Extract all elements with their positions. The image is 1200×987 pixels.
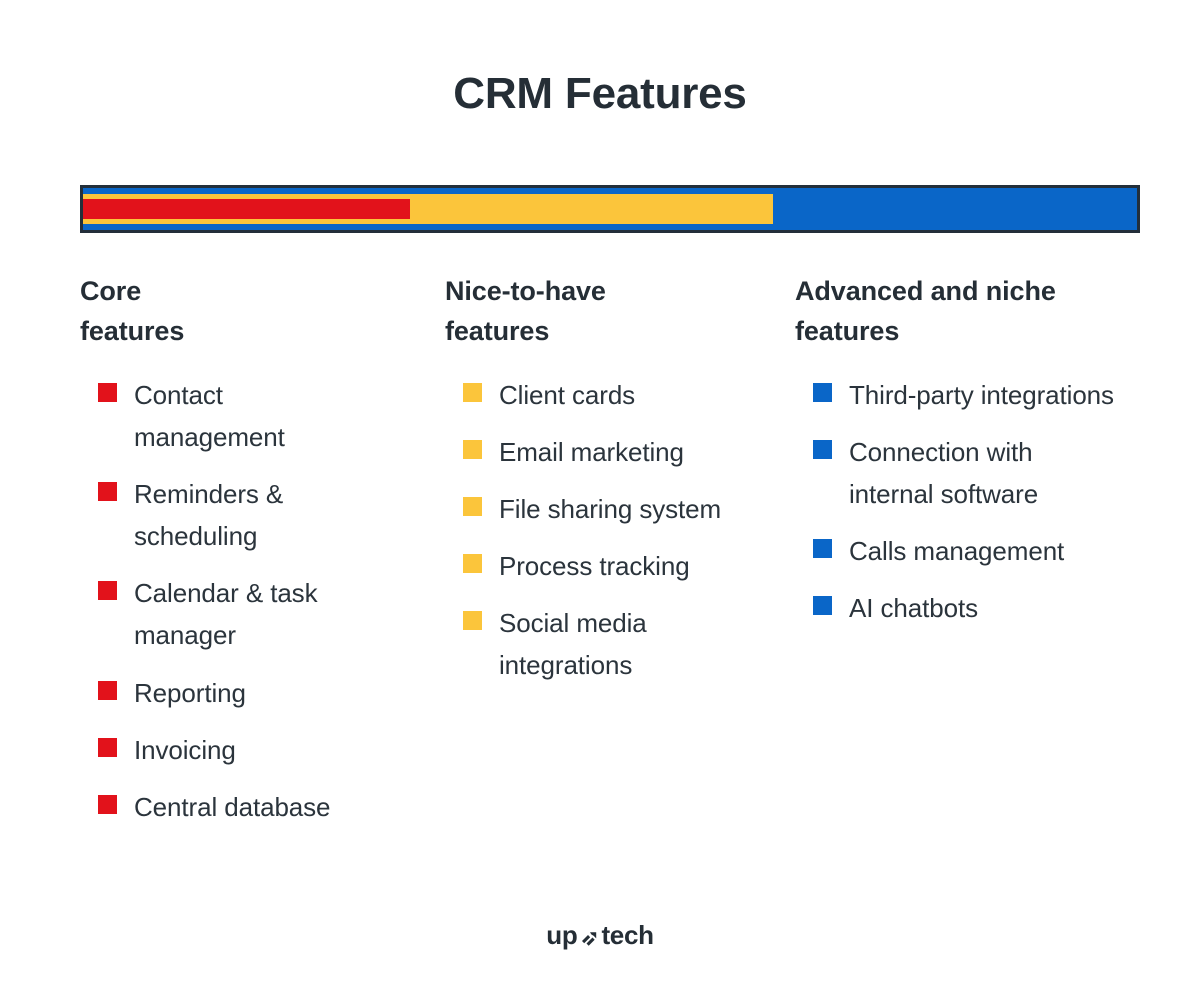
feature-label: Email marketing [499,437,684,468]
feature-label: Process tracking [499,551,690,582]
feature-list-core: Contact management Reminders & schedulin… [80,374,365,828]
feature-label: Contact management [134,379,285,453]
logo-text-prefix: up [546,920,578,950]
bullet-square-icon [813,539,832,559]
feature-list-advanced: Third-party integrations Connection with… [795,374,1120,630]
list-item: Reporting [80,672,365,714]
list-item: Calls management [795,530,1120,572]
feature-label: Calls management [849,536,1065,567]
feature-label: Connection with internal software [849,437,1039,510]
logo-text-suffix: tech [601,920,654,950]
feature-label: Client cards [499,379,636,410]
bullet-square-icon [463,497,482,517]
list-item: Social media integrations [445,602,730,686]
bullet-square-icon [463,611,482,631]
column-heading-core: Core features [80,276,185,346]
column-advanced-features: Advanced and niche features Third-party … [730,272,1120,843]
list-item: Central database [80,786,365,828]
feature-label: Central database [134,791,331,822]
list-item: Connection with internal software [795,431,1120,515]
column-heading-advanced: Advanced and niche features [795,276,1056,346]
bar-segment-core [83,199,410,219]
bullet-square-icon [813,440,832,460]
feature-columns: Core features Contact management Reminde… [0,272,1200,843]
feature-label: Social media integrations [499,608,647,681]
column-core-features: Core features Contact management Reminde… [0,272,365,843]
bullet-square-icon [98,680,117,700]
brand-logo: up tech [0,920,1200,951]
bullet-square-icon [98,794,117,814]
column-nice-to-have-features: Nice-to-have features Client cards Email… [365,272,730,843]
feature-label: Third-party integrations [849,379,1114,410]
bullet-square-icon [463,382,482,402]
list-item: Invoicing [80,729,365,771]
feature-proportion-bar [80,185,1140,233]
bullet-square-icon [98,581,117,601]
bullet-square-icon [463,440,482,460]
bullet-square-icon [98,482,117,502]
bullet-square-icon [463,554,482,574]
list-item: Reminders & scheduling [80,473,365,557]
arrow-mark-icon [578,926,600,948]
column-heading-nice-to-have: Nice-to-have features [445,276,606,346]
feature-label: Reporting [134,677,246,708]
feature-label: Invoicing [134,734,236,765]
list-item: File sharing system [445,488,730,530]
bullet-square-icon [98,737,117,757]
bullet-square-icon [813,596,832,616]
bullet-square-icon [813,382,832,402]
list-item: Email marketing [445,431,730,473]
list-item: AI chatbots [795,587,1120,629]
list-item: Calendar & task manager [80,572,365,656]
feature-list-nice-to-have: Client cards Email marketing File sharin… [445,374,730,687]
page-title: CRM Features [453,69,747,118]
feature-label: Calendar & task manager [134,578,318,651]
feature-label: File sharing system [499,494,722,525]
feature-label: AI chatbots [849,593,978,624]
list-item: Contact management [80,374,365,458]
bullet-square-icon [98,382,117,402]
list-item: Process tracking [445,545,730,587]
list-item: Third-party integrations [795,374,1120,416]
list-item: Client cards [445,374,730,416]
feature-label: Reminders & scheduling [134,479,284,552]
